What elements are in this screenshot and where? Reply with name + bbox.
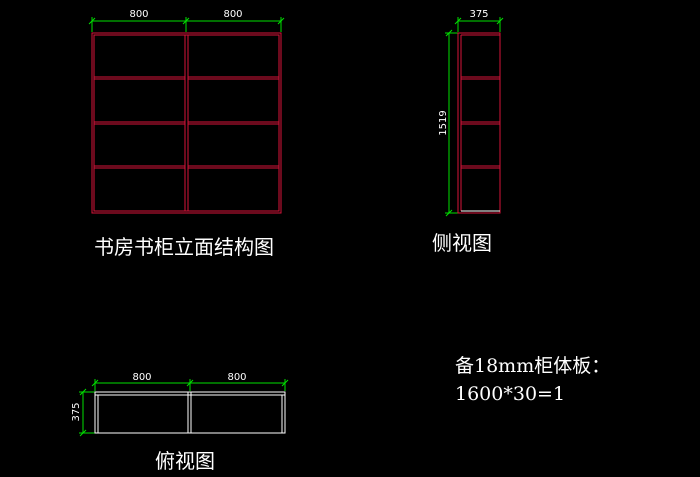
- top-cabinet: [94, 391, 286, 434]
- front-dim-left: 800: [129, 9, 148, 20]
- side-view-title: 侧视图: [432, 231, 492, 255]
- side-dim-width: 375: [469, 9, 488, 20]
- front-dim-right: 800: [223, 9, 242, 20]
- top-dim-depth: 375: [71, 402, 82, 421]
- note-line-1: 备18mm柜体板：: [455, 355, 610, 377]
- side-dim-height: 1519: [438, 110, 449, 135]
- top-view-title: 俯视图: [155, 449, 215, 473]
- side-width-dimension: 375: [454, 9, 504, 32]
- note-line-2: 1600*30=1: [455, 383, 565, 405]
- front-view: 800 800 书房书柜立面结构图: [88, 9, 285, 259]
- front-width-dimension: 800 800: [88, 9, 285, 32]
- top-dim-right: 800: [227, 372, 246, 383]
- top-dim-left: 800: [132, 372, 151, 383]
- top-depth-dimension: 375: [71, 388, 95, 437]
- side-view: 375 1519 侧视图: [432, 9, 504, 255]
- material-note: 备18mm柜体板： 1600*30=1: [455, 355, 610, 405]
- side-height-dimension: 1519: [438, 29, 458, 217]
- front-cabinet: [91, 32, 282, 214]
- top-width-dimension: 800 800: [91, 372, 289, 391]
- side-cabinet: [457, 32, 501, 214]
- front-view-title: 书房书柜立面结构图: [94, 235, 274, 259]
- top-view: 800 800 375 俯视图: [71, 372, 289, 473]
